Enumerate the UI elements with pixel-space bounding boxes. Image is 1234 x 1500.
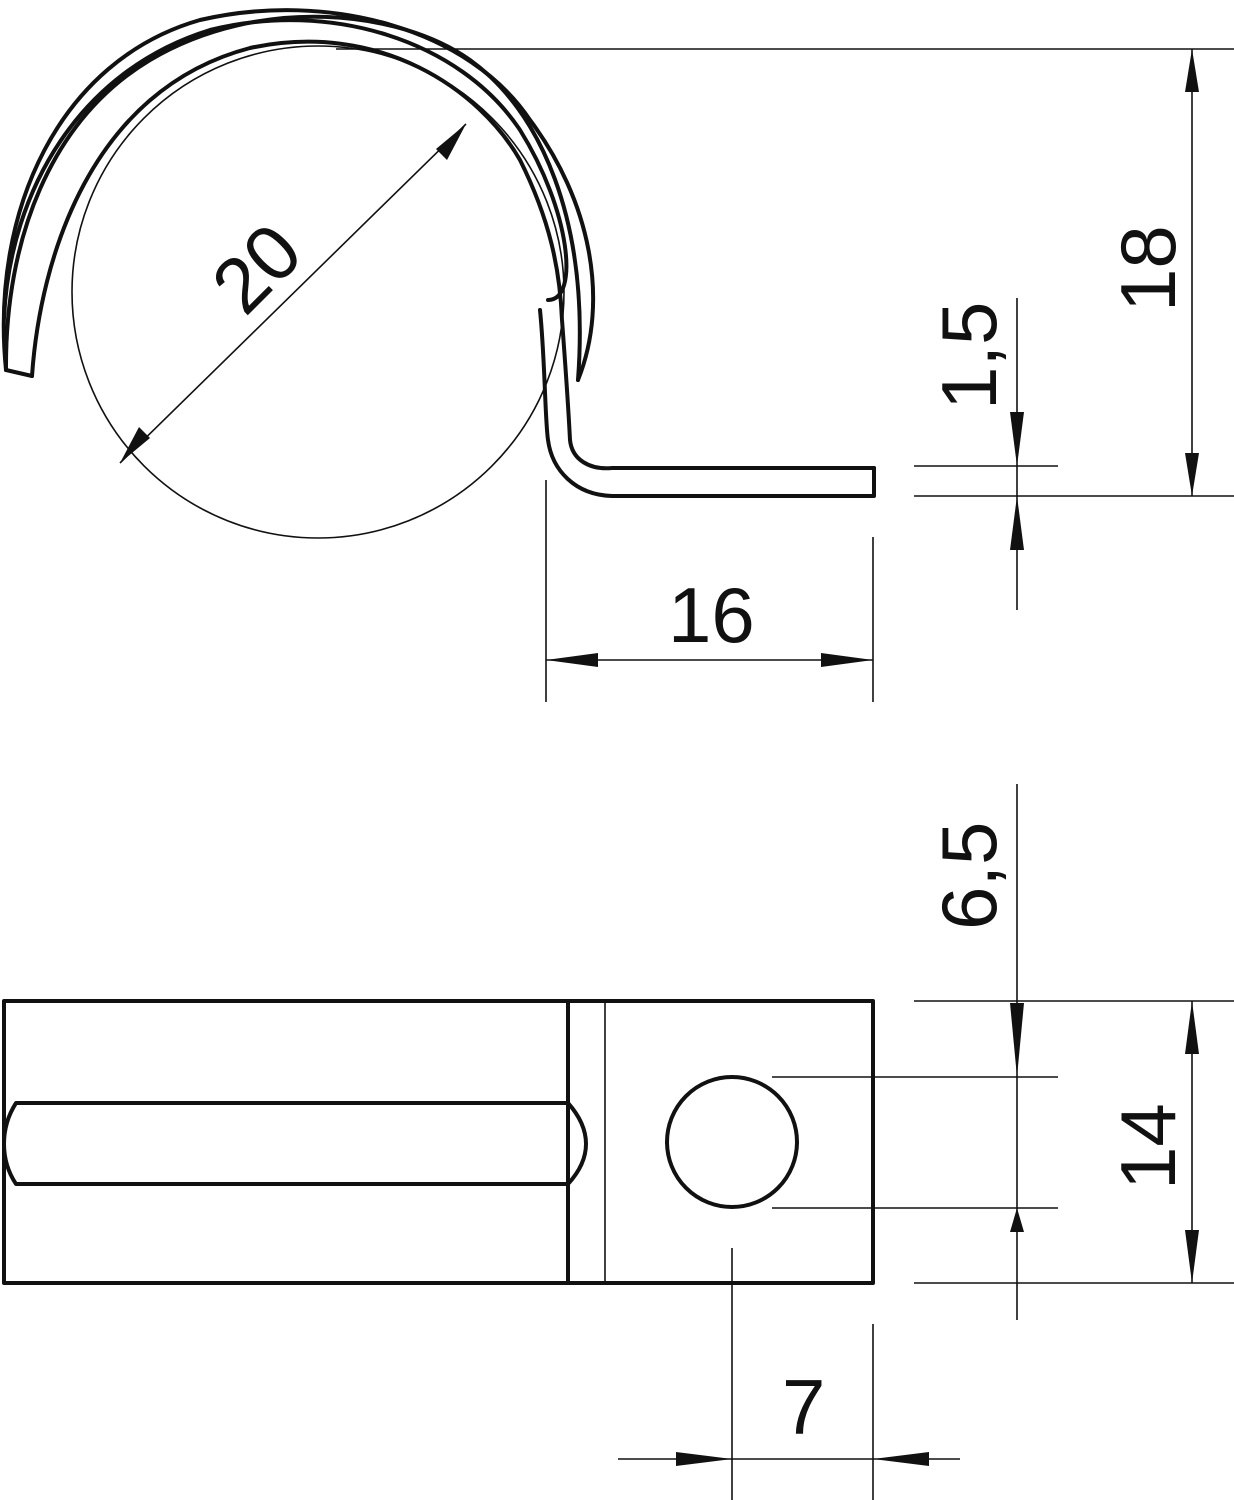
clamp-strap-band-outer	[3, 14, 876, 498]
foot-length-label: 16	[668, 571, 755, 659]
side-view: 20 18 1,5 16	[1, 8, 1234, 702]
hole-offset-label: 6,5	[925, 822, 1013, 930]
pipe-circle	[71, 45, 565, 539]
mounting-hole	[665, 1075, 799, 1209]
clamp-strap-outer-2	[2, 18, 569, 320]
width-label: 14	[1104, 1103, 1192, 1190]
height-label: 18	[1104, 225, 1192, 312]
top-view: 6,5 14 7	[2, 784, 1234, 1500]
diameter-dim-line	[119, 123, 467, 464]
diameter-label: 20	[195, 206, 319, 330]
clamp-strap-outer	[1, 8, 596, 382]
hole-edge-label: 7	[782, 1363, 825, 1451]
strap-band	[2, 1101, 588, 1186]
plate-outline	[2, 999, 875, 1285]
thickness-label: 1,5	[925, 302, 1013, 410]
clamp-strap-inner	[30, 39, 876, 471]
